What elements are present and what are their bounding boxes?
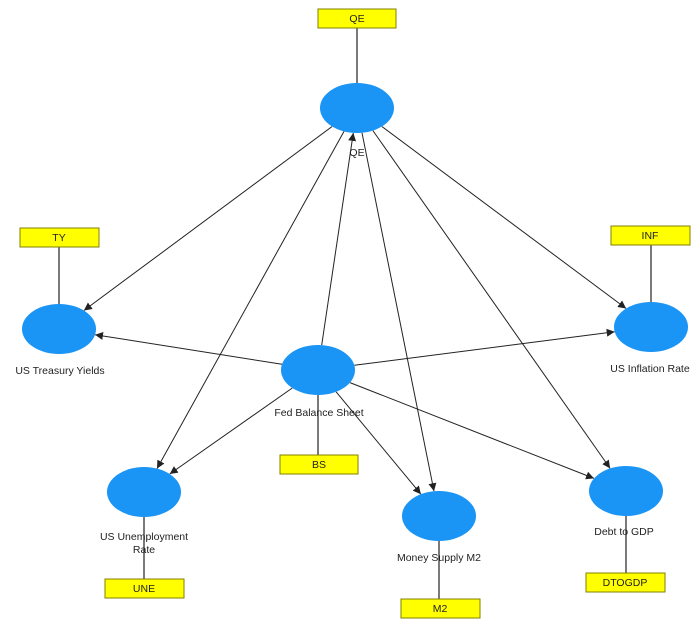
node-m2[interactable]: Money Supply M2 xyxy=(397,491,481,564)
indicator-qe-label: QE xyxy=(349,13,364,25)
indicator-connectors xyxy=(58,28,652,599)
node-inf-label: US Inflation Rate xyxy=(610,363,690,375)
node-une-label-line2: Rate xyxy=(133,544,155,556)
indicator-inf[interactable]: INF xyxy=(610,225,691,246)
edge-bs-to-m2 xyxy=(335,391,422,495)
node-qe[interactable]: QE xyxy=(320,83,394,159)
indicator-dtogdp[interactable]: DTOGDP xyxy=(585,572,666,593)
edges-layer xyxy=(83,126,627,495)
indicator-inf-label: INF xyxy=(642,230,659,242)
edge-qe-to-m2 xyxy=(361,132,437,492)
node-dtogdp[interactable]: Debt to GDP xyxy=(589,466,663,538)
node-bs-label: Fed Balance Sheet xyxy=(274,407,363,419)
indicator-qe[interactable]: QE xyxy=(317,8,397,29)
indicator-ty-label: TY xyxy=(52,232,65,244)
node-bs[interactable]: Fed Balance Sheet xyxy=(274,345,364,419)
edge-bs-to-ty xyxy=(94,331,283,365)
node-une[interactable]: US Unemployment Rate xyxy=(100,467,188,556)
node-ty-label: US Treasury Yields xyxy=(15,365,104,377)
edge-qe-to-inf xyxy=(381,126,627,309)
indicator-dtogdp-label: DTOGDP xyxy=(603,577,648,589)
indicator-ty[interactable]: TY xyxy=(19,227,100,248)
node-qe-label: QE xyxy=(349,147,364,159)
indicator-m2[interactable]: M2 xyxy=(400,598,481,619)
node-une-label-line1: US Unemployment xyxy=(100,531,188,543)
indicator-bs[interactable]: BS xyxy=(279,454,359,475)
node-dtogdp-label: Debt to GDP xyxy=(594,526,654,538)
edge-bs-to-qe xyxy=(321,132,357,346)
edge-bs-to-inf xyxy=(354,328,615,366)
indicator-une[interactable]: UNE xyxy=(104,578,185,599)
edge-qe-to-dtogdp xyxy=(372,130,611,469)
indicator-bs-label: BS xyxy=(312,459,326,471)
indicator-m2-label: M2 xyxy=(433,603,448,615)
edge-bs-to-dtogdp xyxy=(349,382,595,480)
node-ty[interactable]: US Treasury Yields xyxy=(15,304,105,377)
edge-bs-to-une xyxy=(169,387,293,475)
node-inf[interactable]: US Inflation Rate xyxy=(610,302,690,375)
edge-qe-to-ty xyxy=(83,126,333,311)
node-m2-label: Money Supply M2 xyxy=(397,552,481,564)
edge-qe-to-une xyxy=(156,131,345,469)
indicator-une-label: UNE xyxy=(133,583,155,595)
